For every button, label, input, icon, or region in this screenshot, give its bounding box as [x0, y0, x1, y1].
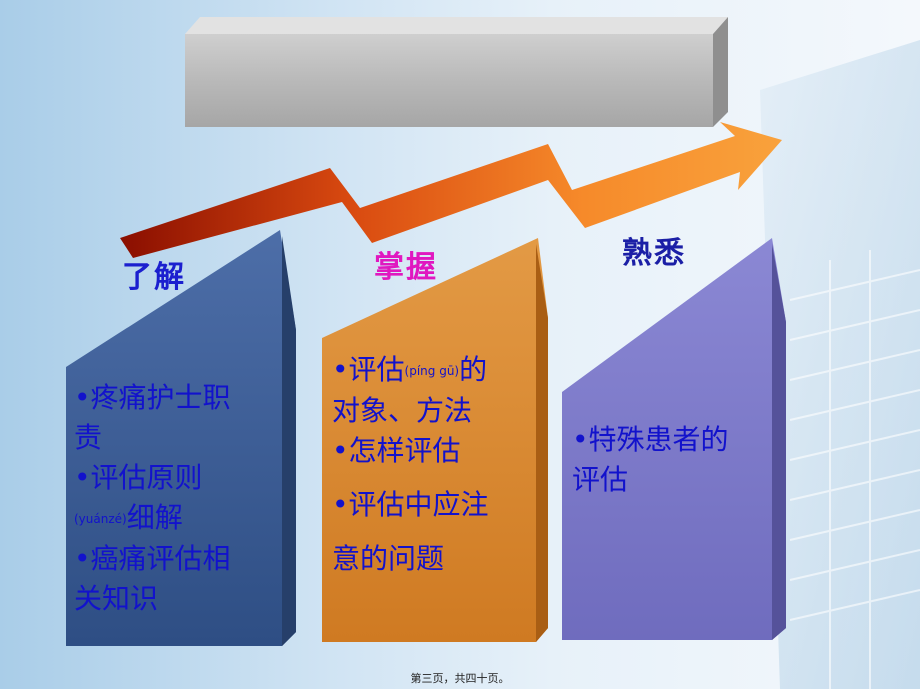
p2-pinyin: (píng gū)	[404, 364, 460, 378]
p3-line1: •特殊患者的	[572, 423, 729, 456]
p1-line6: 关知识	[74, 582, 159, 615]
panel-master-text: •评估(píng gū)的 对象、方法 •怎样评估 •评估中应注 意的问题	[332, 350, 532, 579]
page-footer: 第三页，共四十页。	[410, 672, 510, 685]
p1-line1: •疼痛护士职	[74, 381, 231, 414]
p1-line5: •癌痛评估相	[74, 542, 231, 575]
panel-familiar	[562, 238, 786, 640]
p2-line1b: 的	[459, 353, 488, 386]
label-familiar: 熟悉	[622, 236, 686, 271]
label-master: 掌握	[374, 250, 438, 285]
p2-line5: 意的问题	[332, 542, 445, 575]
panel-understand	[66, 230, 296, 646]
p2-line1a: •评估	[332, 353, 405, 386]
p3-line2: 评估	[572, 463, 629, 496]
panel-master	[322, 238, 548, 642]
p1-line4-text: 细解	[126, 501, 183, 534]
p2-line1: •评估(píng gū)的	[332, 350, 532, 391]
p2-line3: •怎样评估	[332, 434, 461, 467]
panel-understand-text: •疼痛护士职 责 •评估原则 (yuánzé)细解 •癌痛评估相 关知识	[74, 378, 274, 619]
p1-line4: (yuánzé)细解	[74, 498, 274, 539]
label-understand: 了解	[122, 260, 186, 295]
p2-line2: 对象、方法	[332, 394, 473, 427]
p2-line4: •评估中应注	[332, 488, 489, 521]
p1-line3: •评估原则	[74, 461, 203, 494]
p1-pinyin: (yuánzé)	[74, 512, 127, 526]
panel-familiar-text: •特殊患者的 评估	[572, 420, 772, 500]
p1-line2: 责	[74, 421, 103, 454]
